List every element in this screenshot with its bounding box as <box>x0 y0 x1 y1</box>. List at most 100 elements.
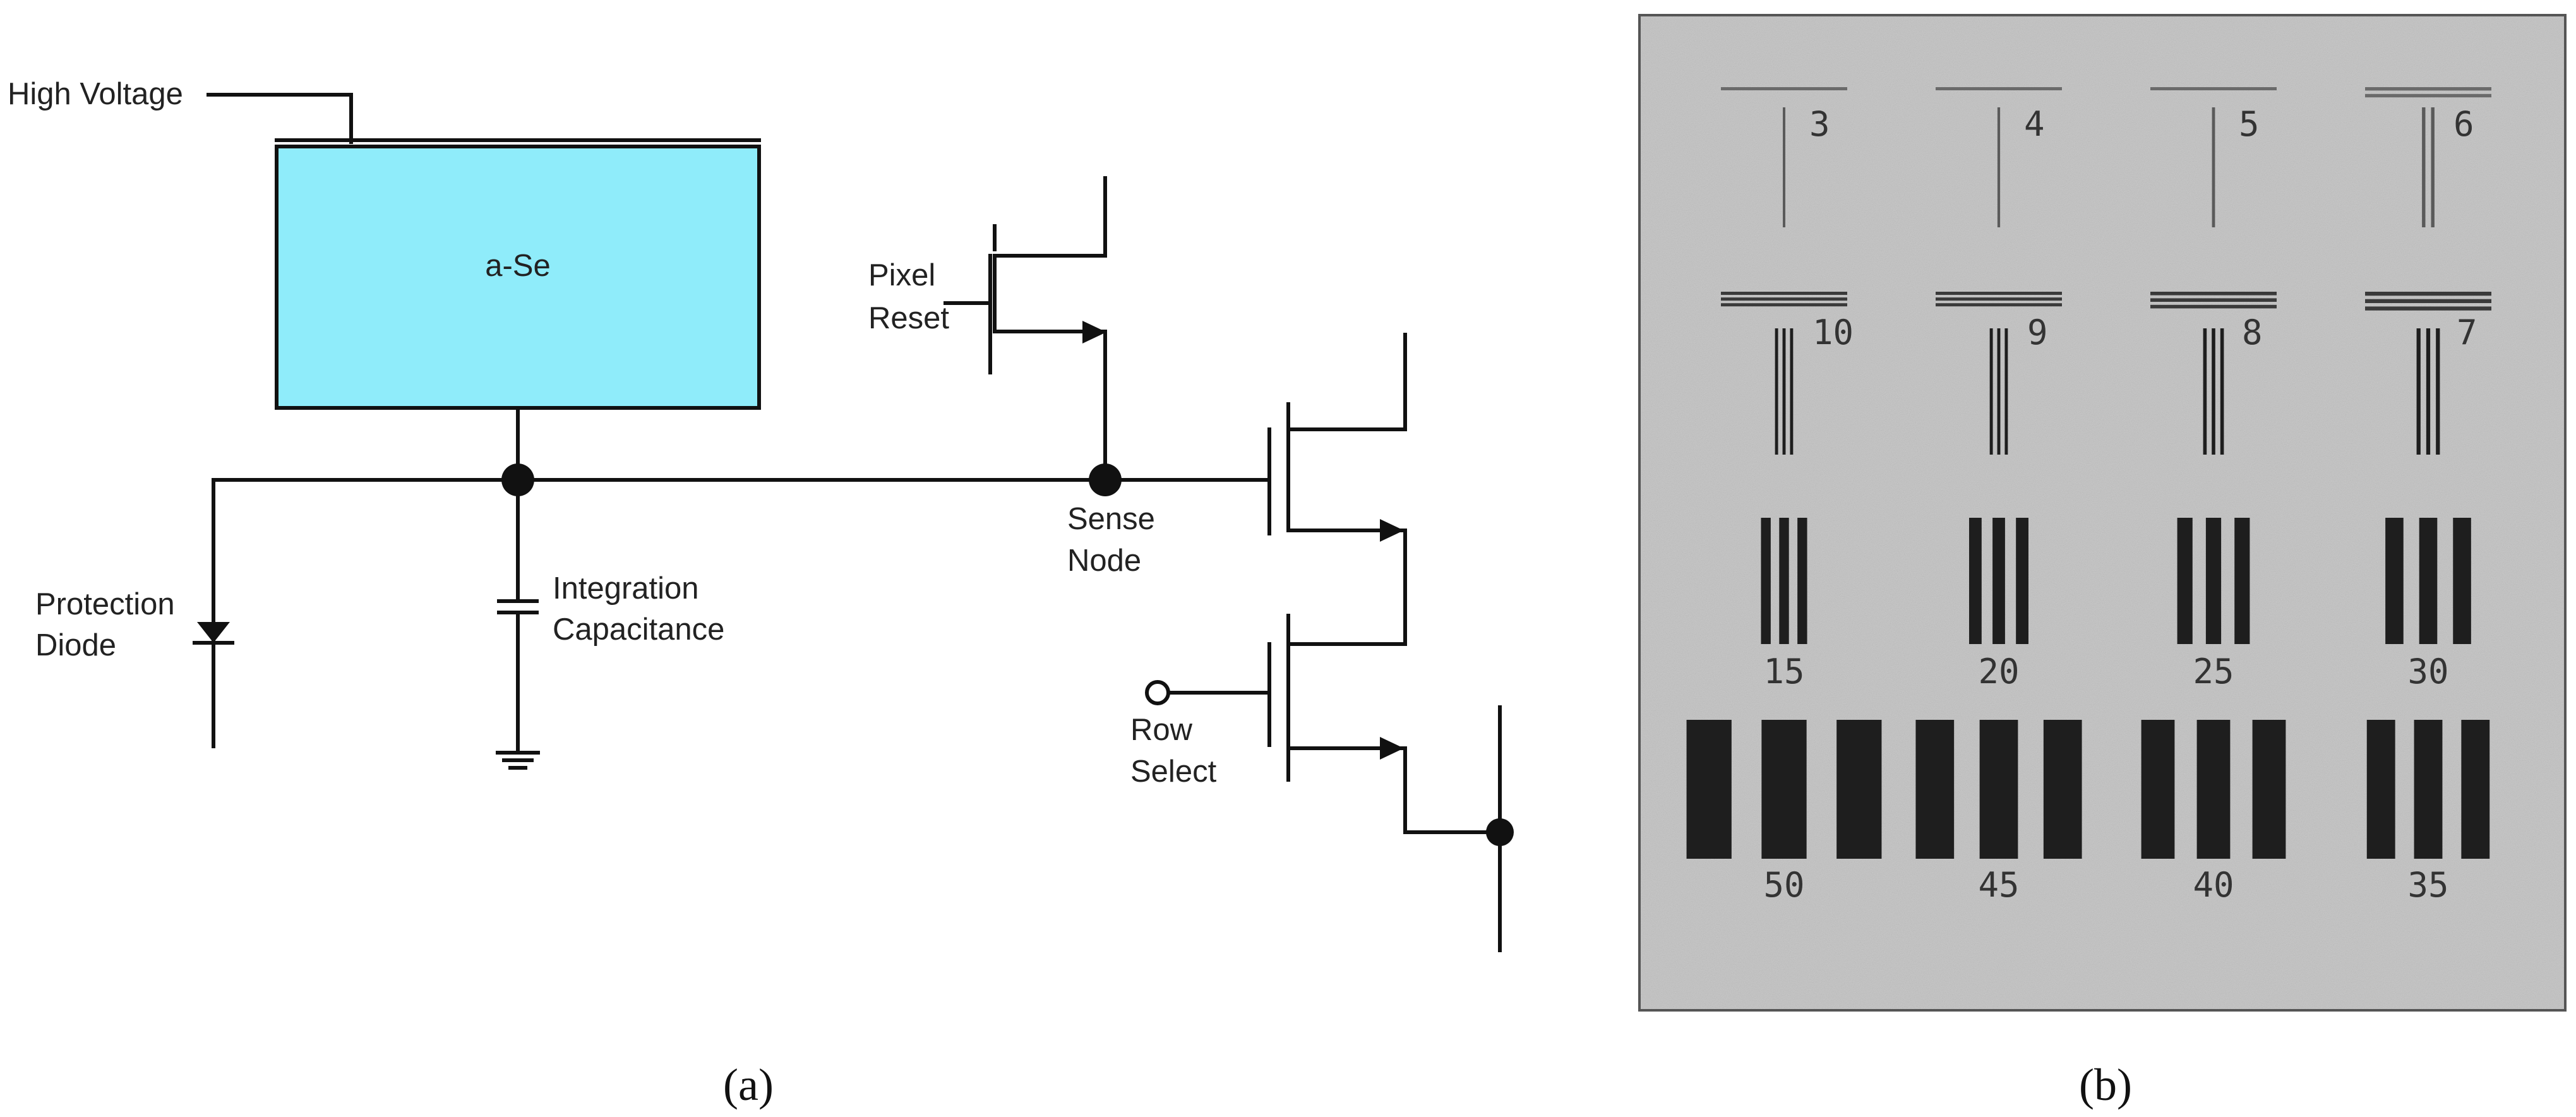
phantom-bar <box>2461 720 2490 859</box>
phantom-bar <box>2414 720 2443 859</box>
phantom-bar <box>1915 720 1955 859</box>
phantom-bar <box>1761 518 1771 644</box>
protection-label: Protection <box>35 587 175 621</box>
phantom-bar <box>2141 720 2175 859</box>
caption-b: (b) <box>2079 1060 2132 1110</box>
phantom-bar <box>1797 518 1807 644</box>
phantom-group-label: 15 <box>1763 652 1804 691</box>
phantom-bar <box>2016 518 2028 644</box>
phantom-horizontal-bar <box>1721 297 1847 301</box>
phantom-horizontal-bar <box>1936 87 2062 90</box>
phantom-horizontal-bar <box>2150 298 2277 302</box>
phantom-bar <box>1979 720 2018 859</box>
phantom-image-frame <box>1638 14 2567 1012</box>
phantom-bar <box>2203 328 2207 455</box>
phantom-group-label: 7 <box>2457 313 2477 352</box>
phantom-group-label: 4 <box>2024 104 2045 144</box>
phantom-bar <box>2436 328 2440 455</box>
reset-transistor <box>944 176 1107 482</box>
line-pair-group: 4 <box>1936 87 2062 227</box>
integration-label: Integration <box>553 571 699 606</box>
phantom-horizontal-bar <box>2365 292 2491 296</box>
node-label: Node <box>1067 544 1141 578</box>
phantom-bar <box>2043 720 2082 859</box>
line-pair-group: 30 <box>2385 518 2471 691</box>
column-junction <box>1486 818 1514 846</box>
phantom-bar <box>2385 518 2404 644</box>
phantom-group-label: 40 <box>2193 865 2234 905</box>
phantom-group-label: 45 <box>1978 865 2019 905</box>
phantom-bar <box>2196 720 2231 859</box>
phantom-horizontal-bar <box>2365 87 2491 91</box>
line-pair-group: 15 <box>1761 518 1807 691</box>
row-label: Row <box>1130 713 1193 747</box>
a-se-label: a-Se <box>485 249 551 283</box>
phantom-horizontal-bar <box>1936 297 2062 301</box>
phantom-group-label: 6 <box>2453 104 2474 144</box>
phantom-group-label: 25 <box>2193 652 2234 691</box>
line-pair-group: 25 <box>2177 518 2250 691</box>
phantom-bar <box>1989 328 1993 455</box>
line-pair-group: 45 <box>1915 720 2082 905</box>
line-pair-group: 8 <box>2150 292 2277 455</box>
phantom-group-label: 20 <box>1978 652 2019 691</box>
phantom-bar <box>1790 328 1794 455</box>
phantom-bar <box>2419 518 2438 644</box>
phantom-bar <box>1969 518 1982 644</box>
sense-node-junction <box>1089 463 1122 496</box>
phantom-group-label: 3 <box>1809 104 1830 144</box>
phantom-bar <box>2366 720 2395 859</box>
phantom-bar <box>2220 328 2224 455</box>
phantom-bar <box>2453 518 2471 644</box>
phantom-horizontal-bar <box>2365 93 2491 98</box>
phantom-group-label: 50 <box>1763 865 1804 905</box>
reset-label: Reset <box>868 301 949 335</box>
phantom-bar <box>2212 107 2215 227</box>
phantom-bar <box>2205 518 2222 644</box>
line-pair-group: 40 <box>2141 720 2286 905</box>
phantom-bar <box>1997 107 2001 227</box>
phantom-horizontal-bar <box>2150 304 2277 309</box>
phantom-bar <box>2004 328 2008 455</box>
high-voltage-wire <box>207 93 353 144</box>
circuit-diagram: High Voltage a-Se Protection Diode Integ… <box>8 77 1514 1110</box>
phantom-bar <box>2416 328 2421 455</box>
phantom-bar <box>2422 107 2426 227</box>
phantom-bar <box>1992 518 2005 644</box>
row-select-terminal <box>1145 680 1170 705</box>
high-voltage-label: High Voltage <box>8 77 183 111</box>
line-pair-group: 5 <box>2150 87 2277 227</box>
phantom-image-background <box>1639 15 2565 1010</box>
line-pair-group: 35 <box>2366 720 2490 905</box>
phantom-horizontal-bar <box>2365 306 2491 311</box>
capacitance-label: Capacitance <box>553 612 724 647</box>
diode-label: Diode <box>35 628 116 662</box>
phantom-bar <box>1761 720 1807 859</box>
phantom-bar <box>2234 518 2250 644</box>
line-pair-group: 50 <box>1686 720 1882 905</box>
line-pair-group: 3 <box>1721 87 1847 227</box>
phantom-horizontal-bar <box>1721 292 1847 295</box>
pixel-label: Pixel <box>868 258 935 292</box>
phantom-bar <box>1783 107 1785 227</box>
phantom-horizontal-bar <box>1721 87 1847 90</box>
line-pair-group: 10 <box>1721 292 1854 455</box>
line-pair-group: 9 <box>1936 292 2062 455</box>
phantom-bar <box>2426 328 2431 455</box>
sense-label: Sense <box>1067 502 1155 536</box>
phantom-bar <box>1997 328 2001 455</box>
phantom-horizontal-bar <box>2150 87 2277 90</box>
line-pair-group: 20 <box>1969 518 2028 691</box>
phantom-bar <box>2177 518 2193 644</box>
phantom-group-label: 30 <box>2407 652 2448 691</box>
phantom-group-label: 9 <box>2027 313 2048 352</box>
phantom-horizontal-bar <box>1721 303 1847 307</box>
phantom-bar <box>1836 720 1882 859</box>
caption-a: (a) <box>723 1060 774 1110</box>
phantom-group-label: 35 <box>2407 865 2448 905</box>
phantom-horizontal-bar <box>1936 303 2062 307</box>
phantom-group-label: 8 <box>2242 313 2263 352</box>
phantom-bar <box>1779 518 1789 644</box>
